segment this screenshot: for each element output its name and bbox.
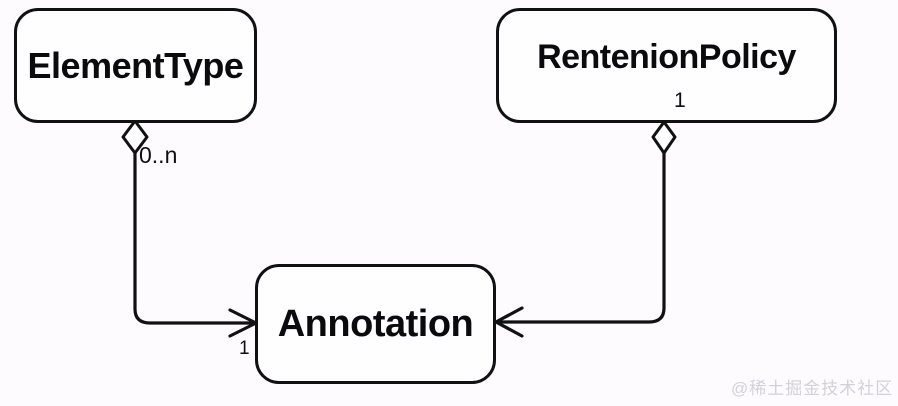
multiplicity-label-retention-policy-source: 1 (674, 89, 686, 112)
edge-retention-policy-to-annotation (494, 120, 677, 338)
node-element-type-label: ElementType (27, 44, 244, 86)
node-annotation-label: Annotation (277, 303, 474, 345)
node-annotation[interactable]: Annotation (255, 264, 496, 384)
open-arrowhead-icon (494, 306, 524, 338)
watermark-text: @稀土掘金技术社区 (731, 379, 894, 398)
node-retention-policy-label: RentenionPolicy (537, 37, 796, 76)
edge-retention-policy-line (498, 150, 666, 324)
multiplicity-label-element-type-source: 0..n (139, 142, 178, 168)
multiplicity-label-annotation-target: 1 (239, 338, 250, 359)
edge-element-type-to-annotation (121, 119, 258, 338)
edge-element-type-line (133, 150, 254, 325)
node-retention-policy[interactable]: RentenionPolicy (496, 8, 837, 123)
aggregation-diamond-icon (651, 120, 677, 155)
node-element-type[interactable]: ElementType (14, 8, 257, 123)
aggregation-diamond-icon (121, 119, 149, 155)
